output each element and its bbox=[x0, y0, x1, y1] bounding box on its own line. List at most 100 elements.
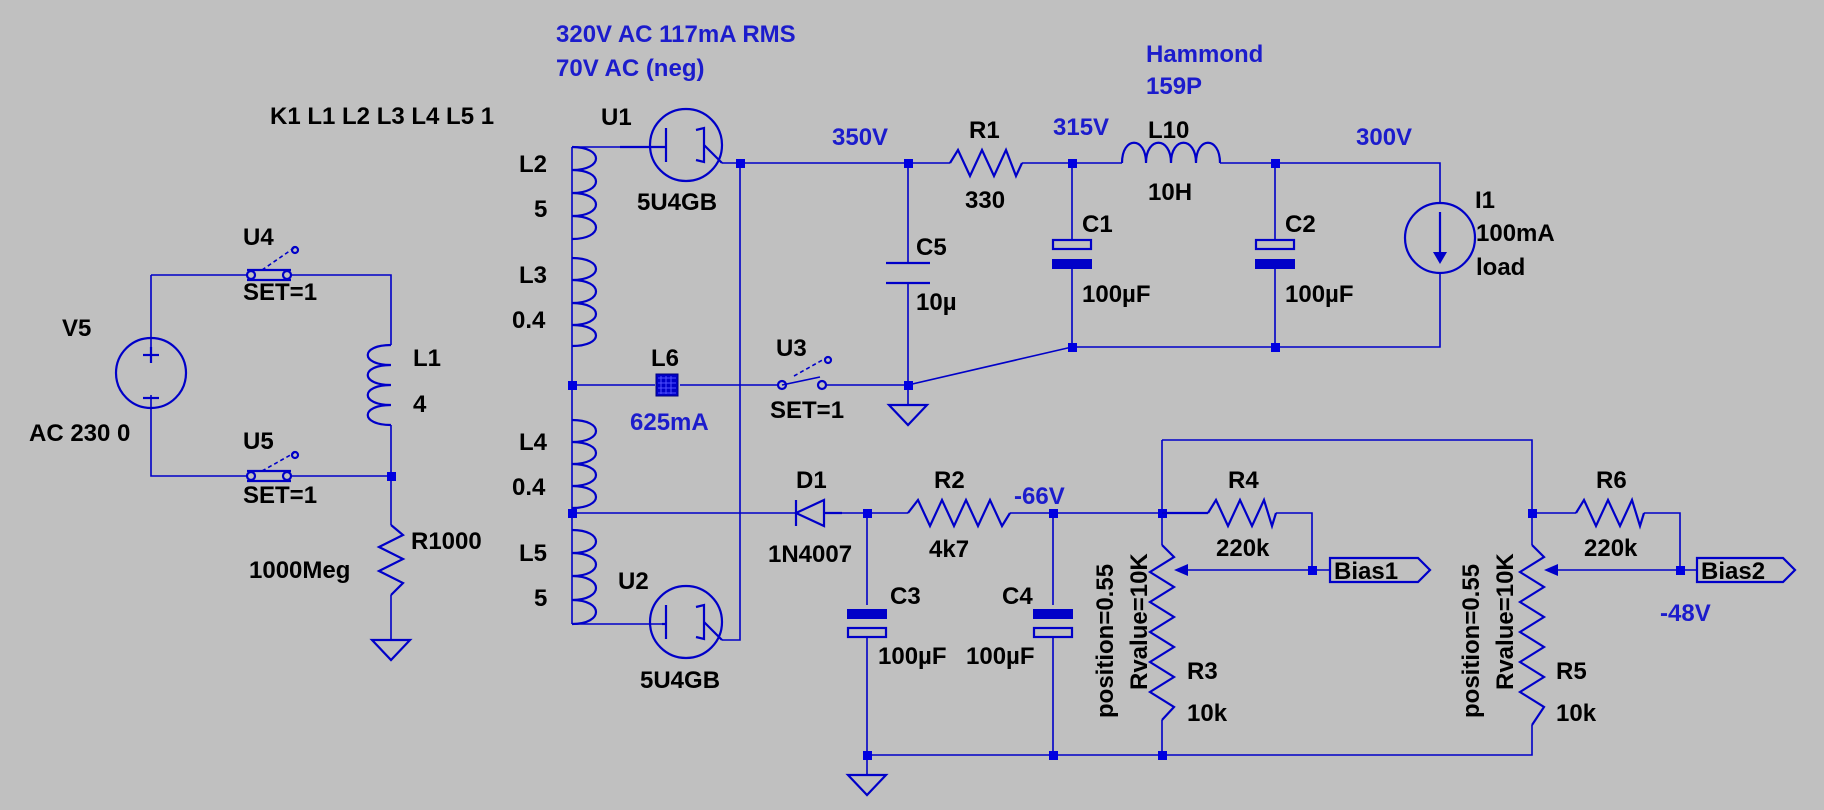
junction-node bbox=[1068, 159, 1077, 168]
inductor-l10[interactable] bbox=[1120, 141, 1222, 164]
ref-c5: C5 bbox=[916, 234, 947, 261]
net-label-315v: 315V bbox=[1053, 114, 1109, 141]
ref-l3: L3 bbox=[519, 262, 547, 289]
ref-r3: R3 bbox=[1187, 658, 1218, 685]
value-u2: 5U4GB bbox=[640, 667, 720, 694]
junction-node bbox=[1049, 751, 1058, 760]
port-bias1[interactable] bbox=[1328, 556, 1432, 584]
junction-node bbox=[1068, 343, 1077, 352]
value-r1000: 1000Meg bbox=[249, 557, 350, 584]
wire bbox=[867, 725, 1533, 756]
switch-u5[interactable] bbox=[245, 450, 300, 483]
ref-r1000: R1000 bbox=[411, 528, 482, 555]
annotation-coupling: K1 L1 L2 L3 L4 L5 1 bbox=[270, 103, 494, 130]
junction-node bbox=[863, 509, 872, 518]
tube-u2[interactable] bbox=[648, 584, 724, 660]
resistor-r2[interactable] bbox=[907, 497, 1011, 529]
value-r3: 10k bbox=[1187, 700, 1228, 727]
junction-node bbox=[1676, 566, 1685, 575]
value-c4: 100µF bbox=[966, 643, 1035, 670]
junction-node bbox=[1158, 751, 1167, 760]
value-c1: 100µF bbox=[1082, 281, 1151, 308]
value-u5: SET=1 bbox=[243, 482, 317, 509]
diode-d1[interactable] bbox=[793, 498, 842, 528]
position-r5: position=0.55 bbox=[1458, 564, 1485, 718]
ref-l2: L2 bbox=[519, 151, 547, 178]
net-label-neg66v: -66V bbox=[1014, 483, 1065, 510]
capacitor-c1[interactable] bbox=[1051, 238, 1093, 269]
net-label-300v: 300V bbox=[1356, 124, 1412, 151]
potentiometer-r3[interactable] bbox=[1147, 544, 1188, 721]
port-bias2[interactable] bbox=[1695, 556, 1797, 584]
value-c5: 10µ bbox=[916, 289, 957, 316]
value-l3: 0.4 bbox=[512, 307, 546, 334]
ref-d1: D1 bbox=[796, 467, 827, 494]
value-r2: 4k7 bbox=[929, 536, 969, 563]
fuse-l6[interactable] bbox=[655, 373, 679, 397]
ref-u4: U4 bbox=[243, 224, 274, 251]
ref-r5: R5 bbox=[1556, 658, 1587, 685]
current-source-i1[interactable] bbox=[1403, 201, 1477, 275]
junction-node bbox=[904, 381, 913, 390]
value-l5: 5 bbox=[534, 585, 547, 612]
ref-u2: U2 bbox=[618, 568, 649, 595]
inductor-l1[interactable] bbox=[366, 343, 392, 427]
resistor-r4[interactable] bbox=[1207, 496, 1278, 530]
capacitor-c5[interactable] bbox=[886, 261, 930, 285]
junction-node bbox=[1528, 509, 1537, 518]
ref-l5: L5 bbox=[519, 540, 547, 567]
annotation-transformer-ac-neg: 70V AC (neg) bbox=[556, 55, 704, 82]
inductor-l2[interactable] bbox=[571, 145, 598, 241]
port-label-bias2: Bias2 bbox=[1701, 558, 1765, 585]
wire bbox=[1072, 273, 1441, 348]
inductor-l4[interactable] bbox=[571, 418, 598, 510]
inductor-l5[interactable] bbox=[571, 528, 598, 626]
resistor-r6[interactable] bbox=[1575, 496, 1646, 530]
net-label-625ma: 625mA bbox=[630, 409, 709, 436]
capacitor-c2[interactable] bbox=[1254, 238, 1296, 269]
value-c3: 100µF bbox=[878, 643, 947, 670]
tube-u1[interactable] bbox=[620, 107, 724, 183]
wire bbox=[291, 425, 392, 477]
resistor-r1[interactable] bbox=[949, 147, 1023, 179]
inductor-l3[interactable] bbox=[571, 256, 598, 348]
rvalue-r3: Rvalue=10K bbox=[1126, 553, 1153, 690]
ref-c1: C1 bbox=[1082, 211, 1113, 238]
ref-c3: C3 bbox=[890, 583, 921, 610]
ground-symbol bbox=[886, 403, 930, 427]
ref-u5: U5 bbox=[243, 428, 274, 455]
net-label-neg48v: -48V bbox=[1660, 600, 1711, 627]
junction-node bbox=[736, 159, 745, 168]
junction-nodes bbox=[387, 159, 1685, 760]
port-label-bias1: Bias1 bbox=[1334, 558, 1398, 585]
resistor-r1000[interactable] bbox=[376, 524, 406, 596]
capacitor-c4[interactable] bbox=[1032, 609, 1074, 639]
potentiometer-r5[interactable] bbox=[1517, 544, 1558, 726]
wire bbox=[291, 274, 392, 345]
annotation-choke-model: 159P bbox=[1146, 73, 1202, 100]
ref-r4: R4 bbox=[1228, 467, 1259, 494]
value-c2: 100µF bbox=[1285, 281, 1354, 308]
value-l1: 4 bbox=[413, 391, 427, 418]
annotation-transformer-ac: 320V AC 117mA RMS bbox=[556, 21, 796, 48]
capacitor-c3[interactable] bbox=[846, 609, 888, 639]
ref-l4: L4 bbox=[519, 429, 548, 456]
switch-u3[interactable] bbox=[776, 355, 833, 391]
ref-u1: U1 bbox=[601, 104, 632, 131]
wire bbox=[907, 346, 1073, 386]
net-label-350v: 350V bbox=[832, 124, 888, 151]
junction-node bbox=[1308, 566, 1317, 575]
switch-u4[interactable] bbox=[245, 245, 300, 282]
junction-node bbox=[863, 751, 872, 760]
junction-node bbox=[1271, 343, 1280, 352]
wire bbox=[1276, 512, 1313, 570]
value-r1: 330 bbox=[965, 187, 1005, 214]
value-v5: AC 230 0 bbox=[29, 420, 130, 447]
source-v5[interactable] bbox=[114, 336, 188, 410]
annotation-choke-make: Hammond bbox=[1146, 41, 1263, 68]
wire bbox=[1220, 162, 1441, 203]
rvalue-r5: Rvalue=10K bbox=[1492, 553, 1519, 690]
ref-r2: R2 bbox=[934, 467, 965, 494]
value-l2: 5 bbox=[534, 196, 547, 223]
